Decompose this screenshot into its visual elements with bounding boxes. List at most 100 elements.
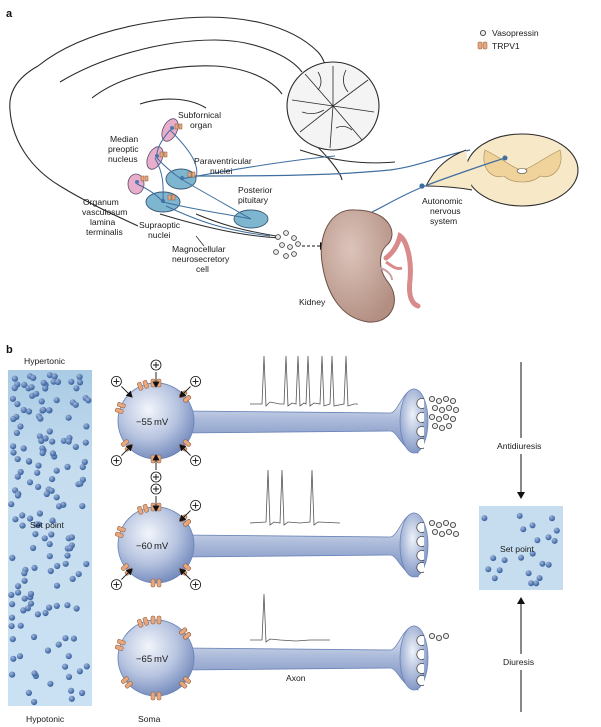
osmolyte-particle — [67, 545, 74, 552]
osmolyte-particle — [20, 445, 27, 452]
osmolyte-particle — [9, 636, 16, 643]
osmolyte-particle — [68, 695, 75, 702]
label-supraoptic-line1: Supraoptic — [139, 220, 181, 230]
osmolyte-particle — [49, 438, 56, 445]
osmolyte-particle — [551, 537, 558, 544]
trpv1-channel — [179, 676, 192, 689]
osmolyte-particle — [65, 653, 72, 660]
osmolyte-particle — [72, 443, 79, 450]
osmolyte-particle — [82, 439, 89, 446]
label-median-line1: Median — [110, 134, 138, 144]
osmolyte-particle — [19, 512, 26, 519]
plus-icon — [190, 579, 202, 590]
axon — [183, 388, 419, 454]
release-site — [416, 426, 425, 437]
label-axon: Axon — [286, 673, 306, 683]
osmolyte-particle — [68, 687, 75, 694]
osmolyte-particle — [62, 635, 69, 642]
osmolyte-particle — [64, 552, 71, 559]
pituitary-stalk — [159, 213, 281, 239]
osmolyte-particle — [64, 463, 71, 470]
osmolyte-particle — [8, 614, 16, 621]
osmolyte-particle — [53, 397, 60, 404]
osmolyte-particle — [8, 591, 15, 599]
osmolyte-particle — [17, 423, 24, 430]
osmolyte-particle — [39, 450, 46, 457]
label-subfornical-line1: Subfornical — [178, 110, 221, 120]
spike-trace-2 — [249, 469, 341, 526]
label-autonomic-line3: system — [430, 216, 457, 226]
osmolyte-particle — [17, 622, 24, 629]
osmolyte-particle — [30, 374, 37, 381]
osmolyte-particle — [20, 607, 27, 614]
osmolyte-particle — [520, 526, 527, 533]
magnocellular-neurons: −55 mV−60 mV−65 mV — [111, 359, 459, 701]
osmolyte-particle — [53, 582, 61, 589]
osmolyte-particle — [34, 611, 42, 618]
axon — [183, 512, 419, 578]
osmolyte-particle — [536, 575, 543, 582]
osmolyte-particle — [21, 381, 28, 388]
osmolyte-particle — [40, 379, 47, 386]
osmolyte-particle — [29, 544, 37, 552]
legend-vasopressin: Vasopressin — [492, 28, 539, 38]
osmolyte-particle — [83, 663, 90, 670]
osmolyte-particle — [36, 510, 44, 517]
osmolyte-particle — [10, 655, 17, 662]
osmolyte-particle — [51, 373, 58, 380]
osmolyte-particle — [11, 385, 18, 392]
release-site — [416, 635, 425, 646]
spike-trace-3 — [250, 593, 330, 643]
osmolyte-particle — [9, 671, 16, 678]
vasopressin-granule — [431, 529, 438, 536]
plus-icon — [111, 579, 122, 590]
osmolyte-particle — [9, 554, 16, 562]
osmolyte-particle — [37, 415, 44, 422]
osmolyte-particle — [79, 464, 86, 471]
osmolyte-particle — [529, 550, 536, 557]
osmolyte-particle — [31, 564, 38, 572]
axon — [183, 625, 419, 691]
osmolyte-particle — [46, 553, 53, 560]
plus-icon — [111, 375, 122, 387]
organum-vasculosum — [127, 173, 145, 195]
osmolyte-particle — [48, 487, 55, 494]
osmolyte-particle — [534, 537, 541, 544]
plus-icon — [190, 375, 202, 387]
plus-icon — [111, 455, 122, 467]
osmolyte-particle — [62, 560, 69, 567]
osmolyte-particle — [53, 467, 60, 474]
vasopressin-granule — [445, 404, 452, 411]
vasopressin-granule — [435, 415, 442, 422]
cation-influx-arrow — [179, 386, 191, 398]
label-median-line2: preoptic — [108, 144, 139, 154]
osmolyte-particle — [553, 527, 560, 534]
osmolyte-particle — [62, 663, 69, 670]
osmolyte-particle — [529, 522, 536, 529]
osmolyte-particle — [9, 601, 16, 608]
osmolyte-particle — [47, 680, 54, 687]
osmolyte-particle — [68, 534, 75, 541]
osmolyte-particle — [54, 562, 61, 570]
osmolyte-particle — [30, 698, 38, 706]
osmolyte-particle — [21, 577, 28, 584]
vasopressin-granule — [442, 395, 449, 402]
release-site — [416, 663, 425, 674]
trpv1-channel — [137, 504, 149, 515]
neuron-3: −65 mV — [115, 615, 449, 701]
spike-trace-1 — [250, 355, 358, 407]
soma — [117, 619, 195, 697]
osmolyte-particle — [48, 531, 55, 538]
osmolyte-particle — [39, 445, 46, 452]
label-organum-line3: lamina — [90, 217, 116, 227]
osmolyte-particle — [8, 501, 15, 508]
label-hypertonic: Hypertonic — [24, 356, 66, 366]
autonomic-nerve — [371, 157, 506, 213]
osmolyte-particle — [11, 375, 18, 382]
osmolyte-particle — [33, 521, 40, 528]
osmolyte-particle — [49, 450, 57, 457]
osmolyte-particle — [20, 406, 27, 414]
vasopressin-granule — [452, 531, 459, 538]
label-organum-line1: Organum — [83, 197, 119, 207]
cation-influx-arrow — [121, 386, 133, 398]
